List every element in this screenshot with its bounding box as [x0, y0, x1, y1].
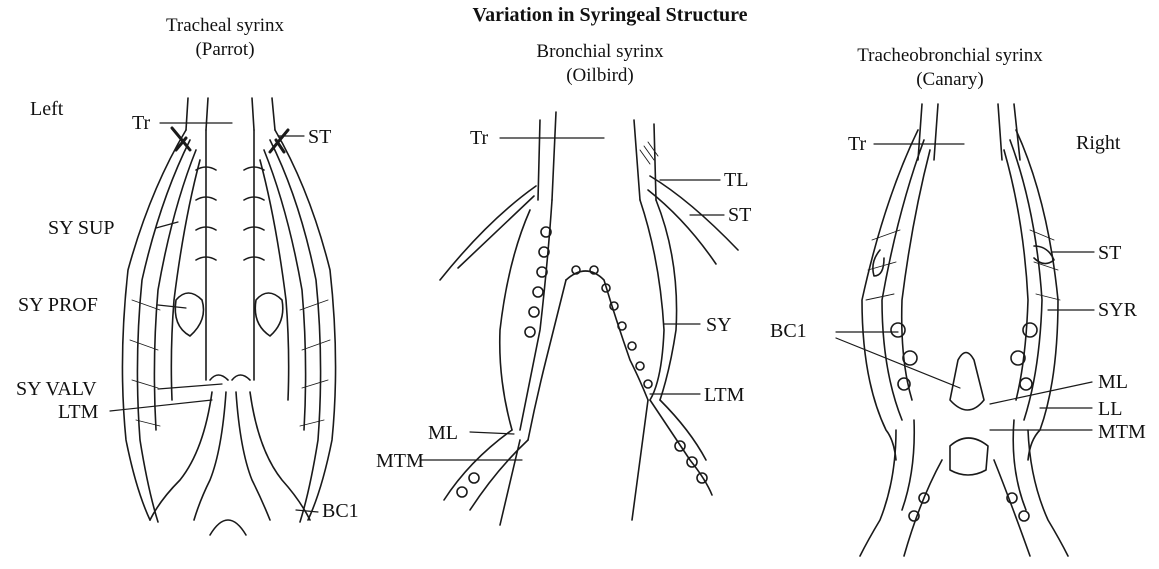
parrot-syrinx-drawing — [122, 98, 335, 535]
parrot-label-ltm: LTM — [58, 401, 98, 423]
parrot-label-st: ST — [308, 126, 331, 148]
parrot-label-tr: Tr — [132, 112, 150, 134]
right-side-label: Right — [1076, 132, 1120, 154]
canary-panel-animal: (Canary) — [830, 68, 1070, 91]
oilbird-label-sy: SY — [706, 314, 732, 336]
oilbird-panel-title: Bronchial syrinx — [500, 40, 700, 63]
oilbird-label-ltm: LTM — [704, 384, 744, 406]
parrot-label-sy-prof: SY PROF — [18, 294, 98, 316]
canary-label-st: ST — [1098, 242, 1121, 264]
oilbird-label-ml: ML — [428, 422, 458, 444]
canary-label-tr: Tr — [848, 133, 866, 155]
parrot-panel-animal: (Parrot) — [140, 38, 310, 61]
canary-label-ml: ML — [1098, 371, 1128, 393]
oilbird-label-tl: TL — [724, 169, 748, 191]
left-side-label: Left — [30, 98, 63, 120]
canary-panel-title: Tracheobronchial syrinx — [830, 44, 1070, 67]
canary-label-bc1: BC1 — [770, 320, 807, 342]
parrot-panel-title: Tracheal syrinx — [140, 14, 310, 37]
parrot-label-sy-sup: SY SUP — [48, 217, 115, 239]
canary-label-mtm: MTM — [1098, 421, 1146, 443]
oilbird-label-tr: Tr — [470, 127, 488, 149]
oilbird-panel-animal: (Oilbird) — [500, 64, 700, 87]
oilbird-label-st: ST — [728, 204, 751, 226]
canary-syrinx-drawing — [860, 104, 1068, 556]
canary-label-ll: LL — [1098, 398, 1122, 420]
parrot-label-sy-valv: SY VALV — [16, 378, 97, 400]
parrot-label-bc1: BC1 — [322, 500, 359, 522]
oilbird-label-mtm: MTM — [376, 450, 424, 472]
canary-label-syr: SYR — [1098, 299, 1137, 321]
oilbird-syrinx-drawing — [440, 112, 738, 525]
